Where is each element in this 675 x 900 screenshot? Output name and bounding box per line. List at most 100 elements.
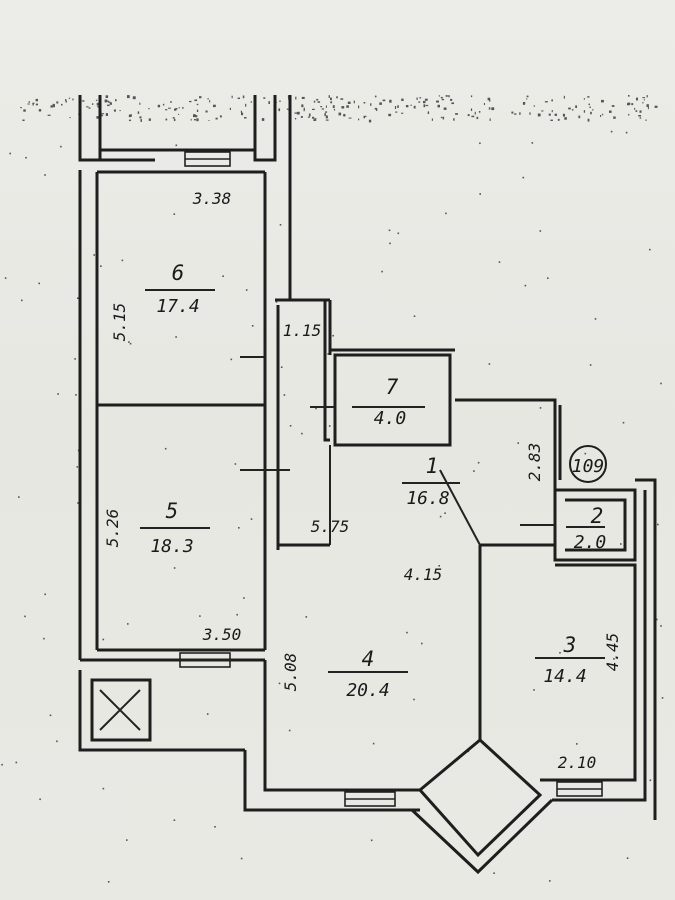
noise-speck <box>539 230 542 232</box>
noise-speck <box>44 593 46 596</box>
noise-speck <box>517 442 519 444</box>
noise-speck <box>148 118 151 121</box>
noise-speck <box>100 265 102 267</box>
noise-speck <box>340 98 344 100</box>
noise-speck <box>589 364 592 366</box>
noise-speck <box>609 110 612 113</box>
scan-noise <box>1 95 664 883</box>
noise-speck <box>325 105 327 108</box>
noise-speck <box>324 113 326 117</box>
noise-speck <box>511 111 514 114</box>
noise-speck <box>564 117 567 120</box>
noise-speck <box>219 115 222 118</box>
noise-speck <box>230 358 233 361</box>
noise-speck <box>86 106 89 108</box>
noise-speck <box>575 105 577 108</box>
noise-speck <box>438 95 440 97</box>
noise-speck <box>358 118 360 121</box>
noise-speck <box>301 104 304 108</box>
noise-speck <box>374 107 378 110</box>
noise-speck <box>96 116 99 119</box>
noise-speck <box>341 106 345 109</box>
noise-speck <box>389 99 392 103</box>
noise-speck <box>584 452 587 455</box>
noise-speck <box>395 111 398 113</box>
noise-speck <box>635 110 638 112</box>
windows <box>179 151 603 807</box>
noise-speck <box>61 103 63 106</box>
noise-speck <box>451 102 454 105</box>
noise-speck <box>568 107 571 110</box>
noise-speck <box>4 277 7 279</box>
noise-speck <box>327 353 329 355</box>
noise-speck <box>296 111 300 115</box>
noise-speck <box>346 105 349 108</box>
noise-speck <box>578 115 581 119</box>
noise-speck <box>479 142 481 145</box>
noise-speck <box>190 118 192 121</box>
noise-speck <box>363 102 366 104</box>
noise-speck <box>162 103 165 106</box>
noise-speck <box>445 212 447 215</box>
room-2-number: 2 <box>591 504 604 528</box>
room-7-number: 7 <box>386 375 399 399</box>
noise-speck <box>65 99 67 102</box>
noise-speck <box>231 95 233 99</box>
dimension-lines <box>140 289 605 673</box>
noise-speck <box>173 213 176 215</box>
noise-speck <box>544 101 548 103</box>
noise-speck <box>241 112 244 116</box>
noise-speck <box>474 111 476 115</box>
noise-speck <box>113 109 116 112</box>
noise-speck <box>519 112 521 115</box>
noise-speck <box>547 277 549 279</box>
noise-speck <box>170 101 172 103</box>
noise-speck <box>388 113 392 117</box>
noise-speck <box>634 107 636 110</box>
noise-speck <box>316 98 319 101</box>
noise-speck <box>636 97 638 101</box>
noise-speck <box>526 98 528 100</box>
noise-speck <box>657 523 659 526</box>
room-1-number: 1 <box>426 454 439 478</box>
noise-speck <box>522 176 525 179</box>
noise-speck <box>479 193 481 195</box>
noise-speck <box>441 98 445 101</box>
noise-speck <box>328 425 331 427</box>
noise-speck <box>288 729 291 732</box>
noise-speck <box>470 95 473 98</box>
noise-speck <box>562 113 565 117</box>
noise-speck <box>129 119 131 122</box>
noise-speck <box>592 109 594 111</box>
room-4-area: 20.4 <box>346 680 389 701</box>
noise-speck <box>244 117 247 119</box>
noise-speck <box>660 625 662 627</box>
noise-speck <box>531 142 534 144</box>
room-6-number: 6 <box>172 261 185 285</box>
noise-speck <box>15 761 18 764</box>
noise-speck <box>476 116 479 120</box>
noise-speck <box>189 100 192 103</box>
noise-speck <box>419 97 422 99</box>
noise-speck <box>115 99 117 102</box>
room-1-area: 16.8 <box>406 488 449 509</box>
noise-speck <box>488 107 491 110</box>
noise-speck <box>25 156 27 159</box>
noise-speck <box>81 100 85 102</box>
noise-speck <box>448 95 450 98</box>
noise-speck <box>348 117 352 119</box>
noise-speck <box>529 112 531 115</box>
noise-speck <box>305 616 308 618</box>
noise-speck <box>642 102 644 104</box>
noise-speck <box>9 152 11 155</box>
noise-speck <box>642 97 646 99</box>
noise-speck <box>92 103 94 105</box>
noise-speck <box>139 116 142 119</box>
noise-speck <box>39 798 41 801</box>
noise-speck <box>539 407 542 409</box>
noise-speck <box>583 98 585 100</box>
noise-speck <box>104 99 108 103</box>
noise-speck <box>654 105 658 108</box>
noise-speck <box>205 110 208 113</box>
